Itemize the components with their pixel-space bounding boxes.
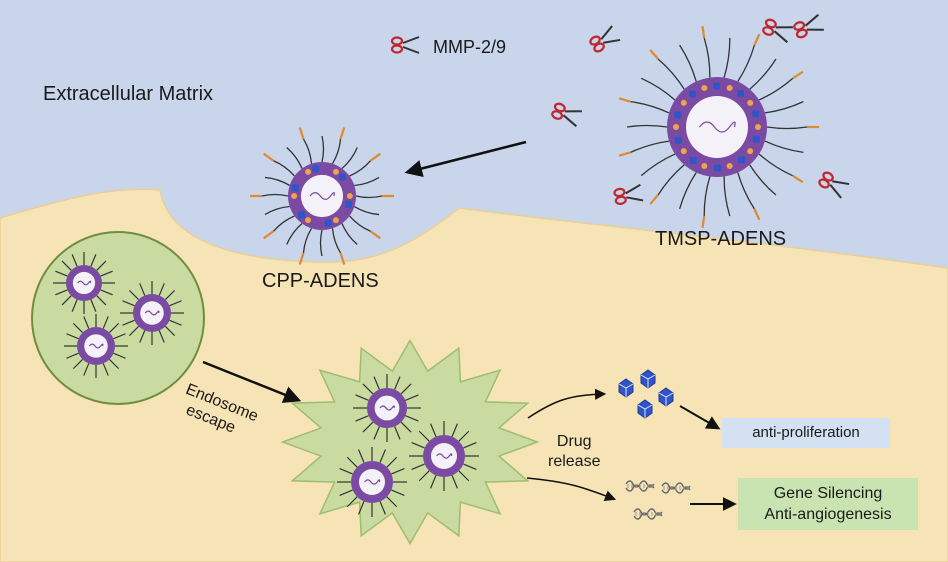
nanoparticle-icon — [409, 421, 479, 491]
nanoparticle-icon — [618, 25, 819, 229]
gene-silencing-label: Gene Silencing Anti-angiogenesis — [738, 483, 918, 525]
nanoparticle-icon — [53, 252, 115, 314]
cpp-adens-label: CPP-ADENS — [262, 270, 379, 292]
cell-cytoplasm-region — [0, 188, 948, 562]
scissors-icon — [613, 183, 644, 205]
gene-silencing-box — [738, 478, 918, 530]
nanoparticle-icon — [250, 127, 394, 265]
enzyme-label: MMP-2/9 — [433, 37, 507, 57]
nanoparticle-group — [53, 25, 819, 517]
tmsp-adens-label: TMSP-ADENS — [655, 228, 787, 250]
scissors-icon — [793, 13, 824, 39]
endosome — [31, 231, 205, 405]
drug-release-arrow-lower — [526, 477, 617, 502]
nanoparticle-icon — [64, 314, 128, 378]
anti-proliferation-box — [722, 418, 890, 448]
nanoparticle-icon — [353, 374, 421, 442]
transform-arrow — [404, 140, 527, 178]
scissors-icon — [589, 25, 621, 53]
drug-release-line1: Drug — [556, 433, 592, 450]
nanoparticle-icon — [337, 447, 407, 517]
proliferation-arrow — [679, 405, 721, 430]
gene-silencing-line1: Gene Silencing — [773, 485, 883, 502]
endosome-escape-arrow — [202, 360, 302, 403]
nanoparticle-icon — [120, 281, 184, 345]
extracellular-matrix-label: Extracellular Matrix — [43, 83, 214, 105]
sirna-icon — [625, 480, 691, 520]
drug-release-label: Drug release — [548, 432, 600, 472]
gene-silencing-line2: Anti-angiogenesis — [764, 506, 892, 523]
endosome-burst — [280, 339, 540, 545]
anti-proliferation-label: anti-proliferation — [752, 424, 860, 441]
scissors-icon — [818, 171, 850, 199]
drug-molecule-icon — [618, 369, 674, 419]
scissors-icon — [390, 36, 420, 54]
scissors-icon-group — [390, 13, 850, 205]
drug-release-arrow-upper — [527, 388, 607, 419]
scissors-icon — [762, 18, 793, 44]
scissors-icon — [551, 102, 582, 128]
drug-release-line2: release — [548, 453, 601, 470]
